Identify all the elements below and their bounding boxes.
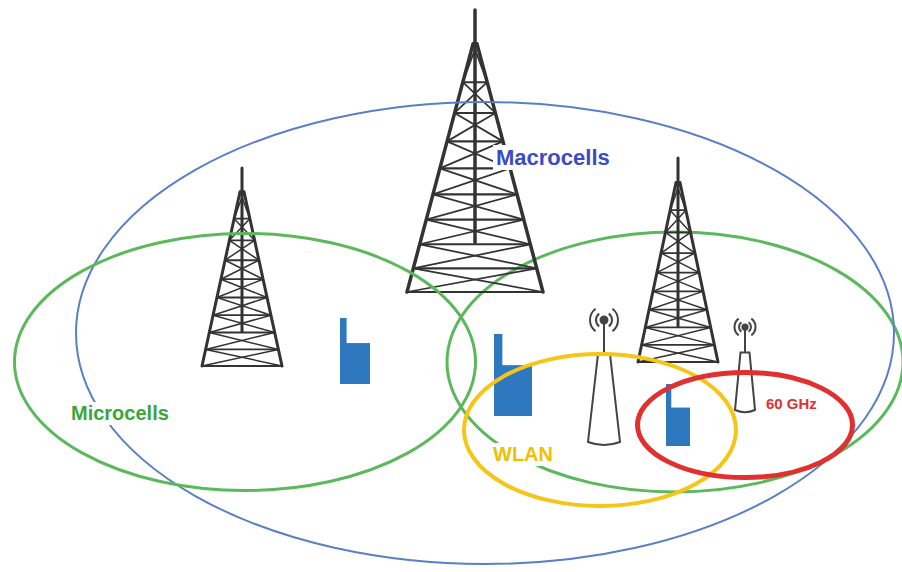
region-outline [462, 352, 738, 508]
region-label: Microcells [68, 402, 172, 425]
mobile-phone [340, 318, 370, 384]
wlan-region: WLAN [462, 352, 738, 508]
region-ellipse [15, 234, 476, 491]
region-ellipse [76, 102, 894, 564]
region-outline [13, 232, 477, 492]
access-points [588, 309, 756, 445]
cell-towers [202, 10, 718, 366]
tower [638, 158, 718, 362]
region-outline [635, 370, 855, 480]
region-outline [75, 101, 895, 565]
microcell-region: Microcells [13, 232, 477, 492]
access-point [588, 309, 620, 445]
mobile-phone [494, 334, 532, 416]
region-ellipse [464, 354, 736, 506]
region-label: 60 GHz [763, 395, 820, 412]
microcell-outline [447, 232, 902, 492]
region-label: Macrocells [493, 145, 613, 170]
tower [202, 168, 282, 366]
region-label: WLAN [490, 443, 556, 466]
macrocell-region: Macrocells [75, 101, 895, 565]
mobile-phone [666, 384, 690, 446]
mmwave-region: 60 GHz [635, 370, 855, 480]
mobile-phones [340, 318, 690, 446]
access-point [735, 319, 756, 413]
region-ellipse [638, 373, 853, 478]
